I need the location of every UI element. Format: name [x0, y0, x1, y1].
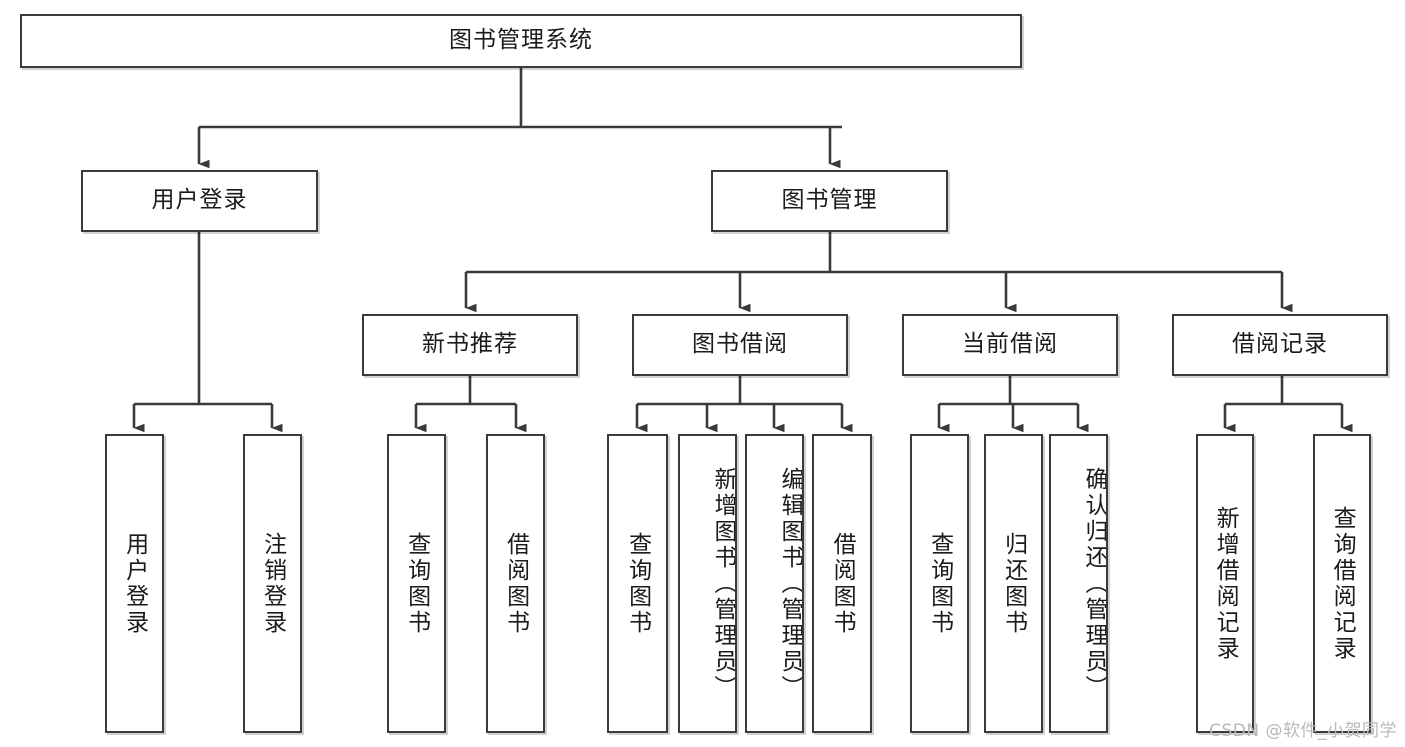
node-current-borrow[interactable]: 当前借阅: [902, 314, 1118, 376]
node-new-book-recommend[interactable]: 新书推荐: [362, 314, 578, 376]
node-current-borrow-label: 当前借阅: [962, 331, 1058, 358]
node-book-borrow[interactable]: 图书借阅: [632, 314, 848, 376]
leaf-logout[interactable]: 注销登录: [243, 434, 302, 733]
node-book-management[interactable]: 图书管理: [711, 170, 948, 232]
node-book-borrow-label: 图书借阅: [692, 331, 788, 358]
leaf-query-book-current-label: 查询图书: [926, 531, 953, 636]
leaf-return-book-label: 归还图书: [1000, 531, 1027, 636]
leaf-query-book-current[interactable]: 查询图书: [910, 434, 969, 733]
leaf-add-borrow-record-label: 新增借阅记录: [1212, 505, 1239, 662]
node-new-book-recommend-label: 新书推荐: [422, 331, 518, 358]
leaf-logout-label: 注销登录: [259, 531, 286, 636]
leaf-user-login[interactable]: 用户登录: [105, 434, 164, 733]
leaf-lend-book[interactable]: 借阅图书: [812, 434, 872, 733]
leaf-edit-book-admin[interactable]: 编辑图书（管理员）: [745, 434, 804, 733]
watermark: CSDN @软件_小贺同学: [1209, 721, 1397, 741]
leaf-edit-book-admin-label: 编辑图书（管理员）: [777, 466, 803, 701]
node-user-login-label: 用户登录: [151, 187, 248, 214]
leaf-lend-book-label: 借阅图书: [829, 531, 856, 636]
leaf-add-book-admin[interactable]: 新增图书（管理员）: [678, 434, 737, 733]
leaf-query-borrow-record-label: 查询借阅记录: [1329, 505, 1356, 662]
node-borrow-record-label: 借阅记录: [1232, 331, 1328, 358]
leaf-query-book-recommend[interactable]: 查询图书: [387, 434, 446, 733]
node-book-management-label: 图书管理: [781, 187, 878, 214]
leaf-query-book-borrow[interactable]: 查询图书: [607, 434, 668, 733]
leaf-query-book-recommend-label: 查询图书: [403, 531, 430, 636]
leaf-query-borrow-record[interactable]: 查询借阅记录: [1313, 434, 1371, 733]
leaf-return-book[interactable]: 归还图书: [984, 434, 1043, 733]
leaf-user-login-label: 用户登录: [121, 531, 148, 636]
leaf-add-book-admin-label: 新增图书（管理员）: [710, 466, 736, 701]
node-root[interactable]: 图书管理系统: [20, 14, 1022, 68]
leaf-borrow-book-recommend[interactable]: 借阅图书: [486, 434, 545, 733]
node-borrow-record[interactable]: 借阅记录: [1172, 314, 1388, 376]
leaf-query-book-borrow-label: 查询图书: [624, 531, 651, 636]
leaf-add-borrow-record[interactable]: 新增借阅记录: [1196, 434, 1254, 733]
node-root-label: 图书管理系统: [449, 27, 593, 54]
leaf-confirm-return-admin[interactable]: 确认归还（管理员）: [1049, 434, 1108, 733]
leaf-confirm-return-admin-label: 确认归还（管理员）: [1081, 466, 1107, 701]
node-user-login[interactable]: 用户登录: [81, 170, 318, 232]
leaf-borrow-book-recommend-label: 借阅图书: [502, 531, 529, 636]
